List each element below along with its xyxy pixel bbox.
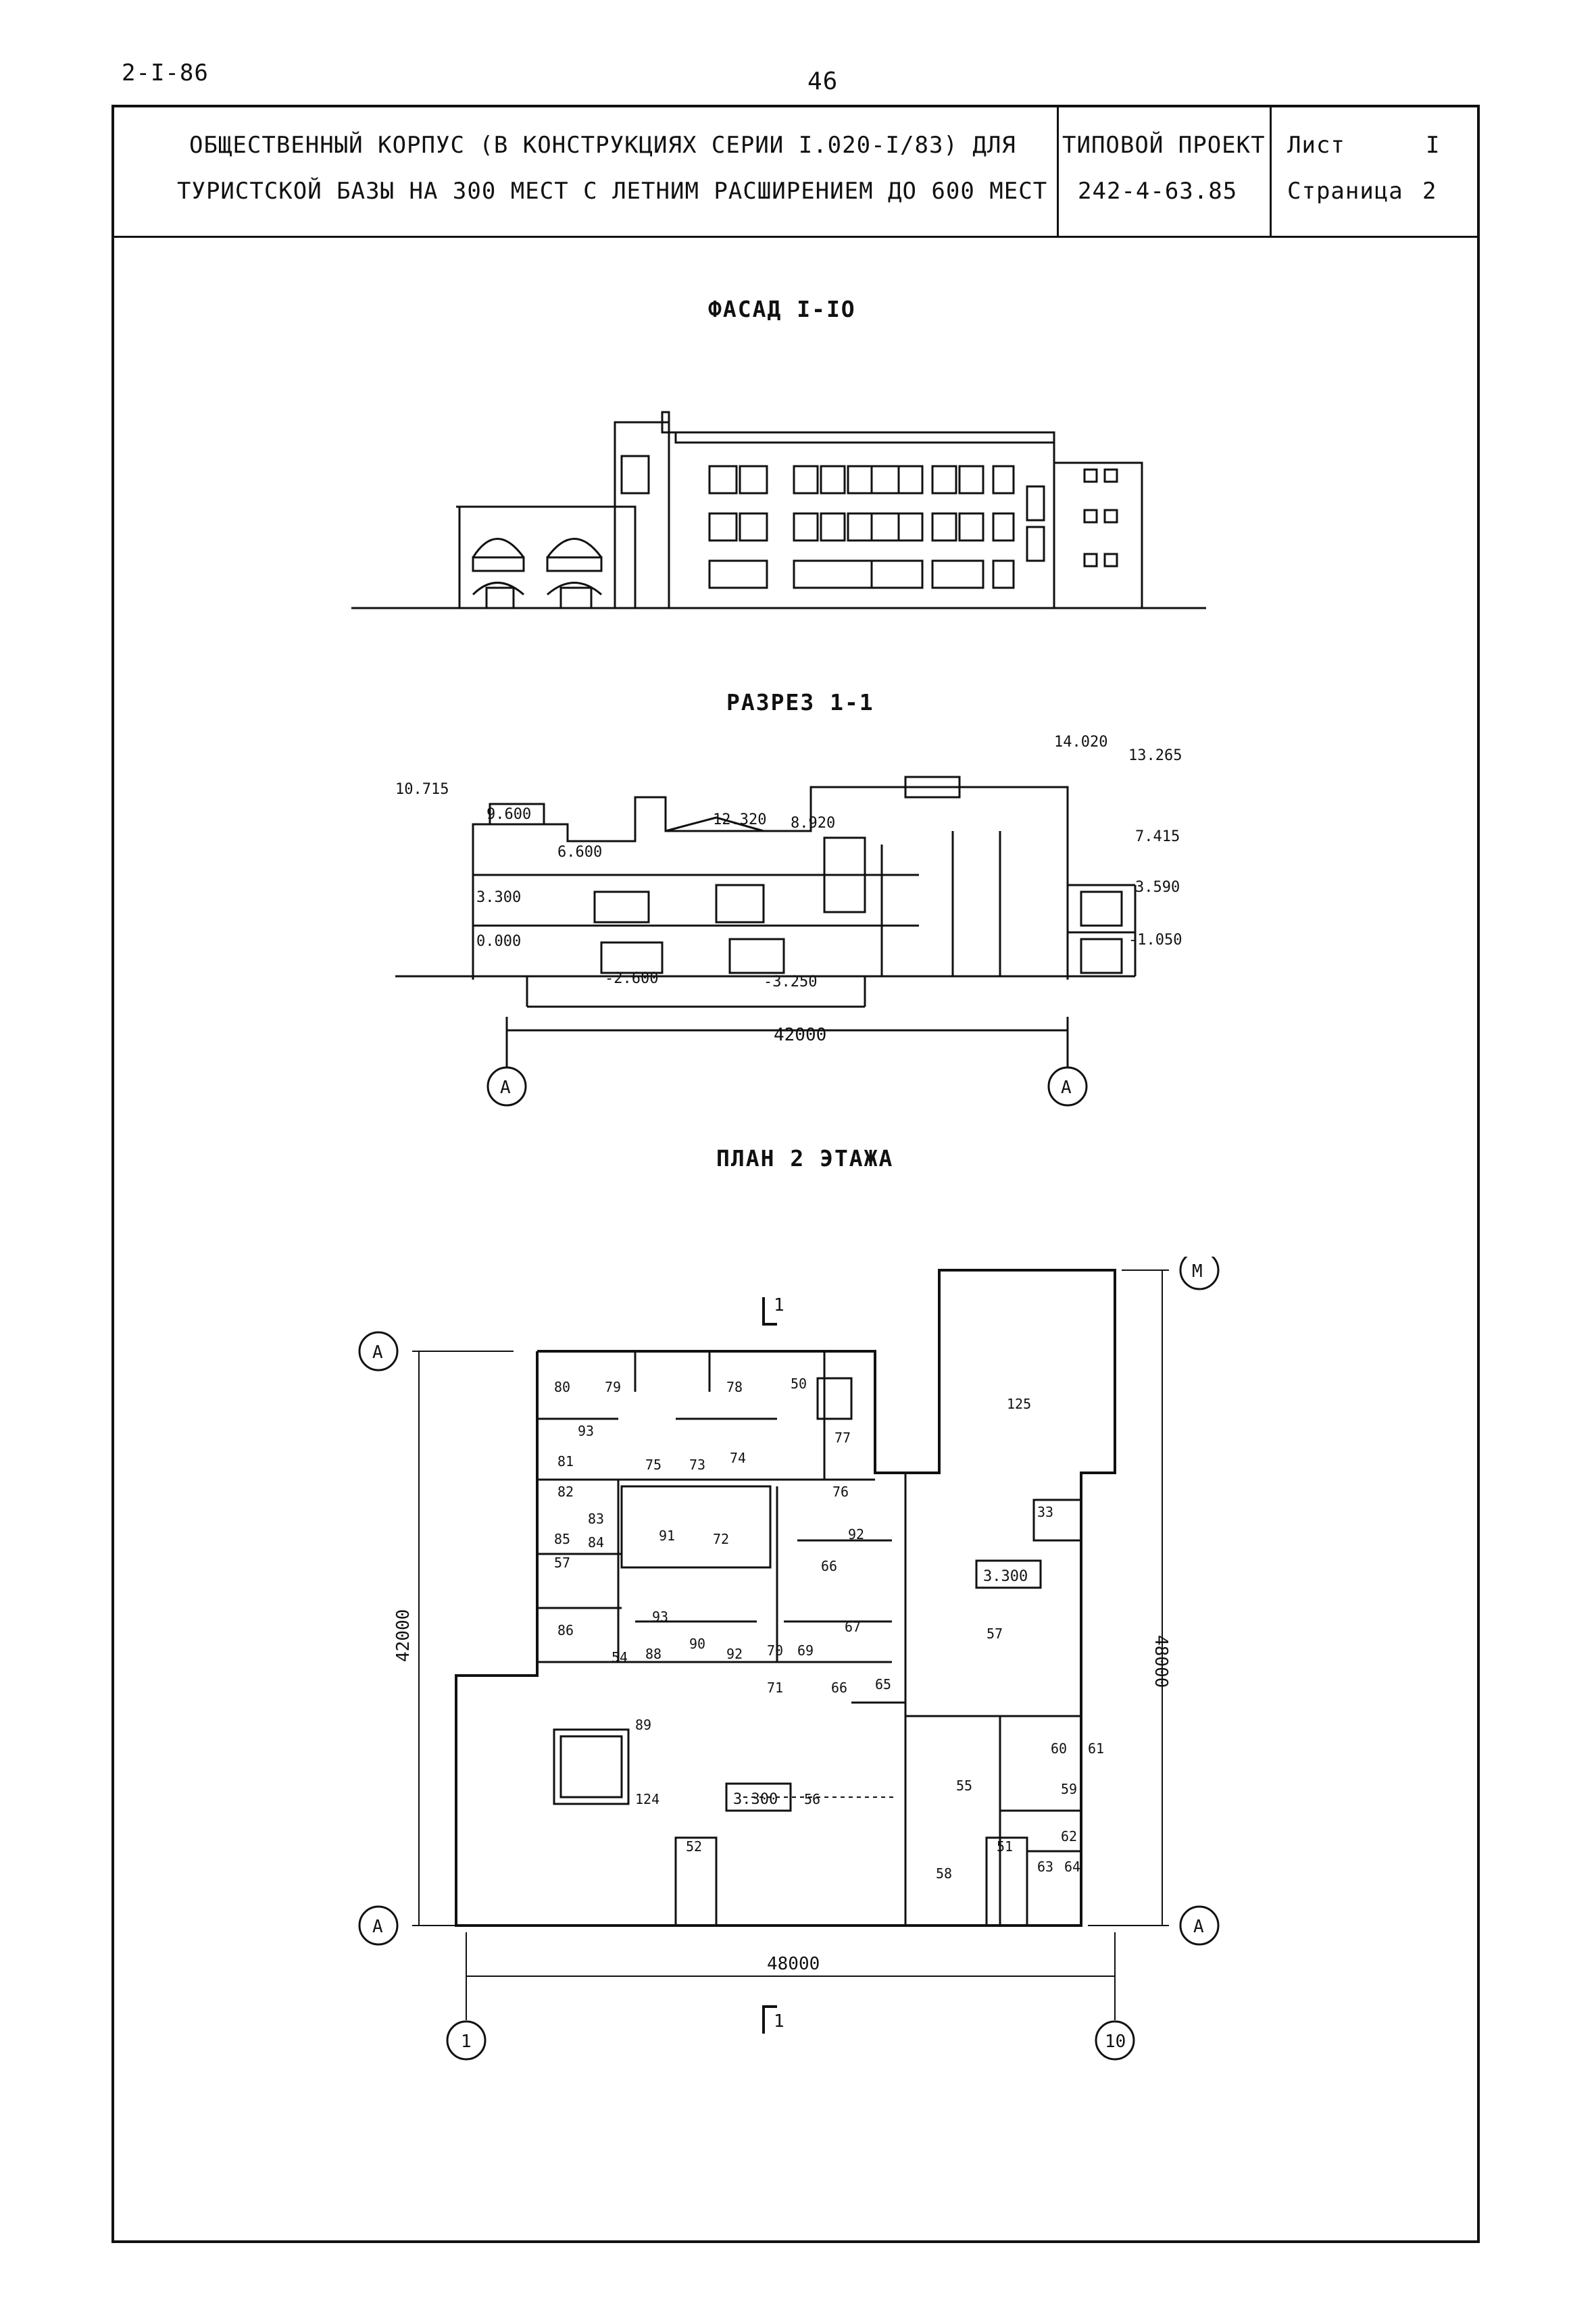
svg-text:33: 33 [1037, 1504, 1053, 1520]
elev-14020: 14.020 [1054, 734, 1107, 751]
svg-text:59: 59 [1061, 1781, 1077, 1797]
svg-text:61: 61 [1088, 1740, 1104, 1757]
project-number: 242-4-63.85 [1078, 178, 1238, 205]
svg-text:89: 89 [635, 1717, 651, 1733]
room-numbers: 80 79 78 50 93 77 81 75 73 74 82 76 83 8… [554, 1376, 1104, 1882]
doc-code: 2-I-86 [122, 59, 209, 86]
sheet-label: Лист [1287, 132, 1345, 159]
svg-text:91: 91 [659, 1528, 675, 1544]
svg-text:62: 62 [1061, 1828, 1077, 1844]
axis-a-bottom: A [372, 1917, 383, 1937]
svg-text:86: 86 [557, 1622, 574, 1638]
svg-text:83: 83 [588, 1511, 604, 1527]
axis-1: 1 [461, 2032, 472, 2052]
svg-text:60: 60 [1051, 1740, 1067, 1757]
svg-text:93: 93 [578, 1423, 594, 1439]
svg-text:67: 67 [845, 1619, 861, 1635]
svg-text:73: 73 [689, 1457, 705, 1473]
elev-minus-3250: -3.250 [764, 974, 817, 990]
plan-level-2: 3.300 [733, 1791, 778, 1808]
svg-text:66: 66 [821, 1558, 837, 1574]
svg-text:125: 125 [1007, 1396, 1031, 1412]
svg-text:66: 66 [831, 1680, 847, 1696]
plan-level-1: 3.300 [983, 1568, 1028, 1585]
axis-10: 10 [1105, 2032, 1126, 2052]
svg-text:84: 84 [588, 1534, 604, 1551]
elev-13265: 13.265 [1128, 747, 1182, 764]
svg-text:72: 72 [713, 1531, 729, 1547]
section-dimension: 42000 [774, 1025, 826, 1045]
svg-text:64: 64 [1064, 1859, 1080, 1875]
elev-9600: 9.600 [487, 806, 531, 823]
plan-dim-left: 42000 [393, 1609, 414, 1662]
axis-a-top: A [372, 1342, 383, 1363]
axis-a-right: A [1193, 1917, 1204, 1937]
svg-text:69: 69 [797, 1642, 814, 1659]
plan-drawing: 3.300 3.300 80 79 78 50 93 77 81 75 73 7… [358, 1257, 1220, 2061]
elev-8920: 8.920 [791, 815, 835, 832]
plan-dim-bottom: 48000 [767, 1954, 820, 1974]
svg-text:80: 80 [554, 1379, 570, 1395]
svg-text:124: 124 [635, 1791, 659, 1807]
elev-10715: 10.715 [395, 781, 449, 798]
plan-title: ПЛАН 2 ЭТАЖА [716, 1145, 894, 1172]
elev-12320: 12.320 [713, 811, 766, 828]
svg-text:A: A [500, 1078, 511, 1098]
svg-text:85: 85 [554, 1531, 570, 1547]
elev-3300: 3.300 [476, 889, 521, 906]
project-label: ТИПОВОЙ ПРОЕКТ [1062, 132, 1266, 159]
elev-0000: 0.000 [476, 933, 521, 950]
axis-m: M [1192, 1261, 1203, 1282]
page-value: 2 [1422, 178, 1437, 205]
cut-label-bottom: 1 [774, 2011, 784, 2032]
svg-text:55: 55 [956, 1778, 972, 1794]
svg-text:74: 74 [730, 1450, 746, 1466]
svg-text:52: 52 [686, 1838, 702, 1855]
elev-3590: 3.590 [1135, 879, 1180, 896]
svg-text:51: 51 [997, 1838, 1013, 1855]
svg-text:63: 63 [1037, 1859, 1053, 1875]
svg-text:88: 88 [645, 1646, 662, 1662]
svg-text:70: 70 [767, 1642, 783, 1659]
svg-text:92: 92 [848, 1526, 864, 1542]
svg-text:77: 77 [834, 1430, 851, 1446]
svg-text:82: 82 [557, 1484, 574, 1500]
facade-title: ФАСАД I-IO [708, 296, 856, 322]
section-drawing: 10.715 9.600 6.600 12.320 8.920 14.020 1… [395, 734, 1182, 1107]
svg-text:50: 50 [791, 1376, 807, 1392]
svg-text:90: 90 [689, 1636, 705, 1652]
svg-text:54: 54 [612, 1649, 628, 1665]
cut-label-top: 1 [774, 1295, 784, 1315]
facade-drawing [351, 411, 1206, 609]
page-label: Страница [1287, 178, 1403, 205]
svg-text:92: 92 [726, 1646, 743, 1662]
svg-text:93: 93 [652, 1609, 668, 1625]
svg-text:78: 78 [726, 1379, 743, 1395]
svg-text:76: 76 [832, 1484, 849, 1500]
plan-dim-right: 48000 [1151, 1635, 1171, 1688]
svg-text:81: 81 [557, 1453, 574, 1469]
svg-text:57: 57 [554, 1555, 570, 1571]
svg-text:57: 57 [987, 1626, 1003, 1642]
page-number: 46 [807, 68, 839, 95]
svg-text:65: 65 [875, 1676, 891, 1692]
svg-text:71: 71 [767, 1680, 783, 1696]
drawing-frame [111, 105, 1480, 2243]
svg-text:75: 75 [645, 1457, 662, 1473]
elev-minus-1050: -1.050 [1128, 932, 1182, 949]
title-line-1: ОБЩЕСТВЕННЫЙ КОРПУС (В КОНСТРУКЦИЯХ СЕРИ… [189, 132, 1016, 159]
elev-minus-2600: -2.600 [605, 970, 658, 987]
elev-7415: 7.415 [1135, 828, 1180, 845]
svg-text:A: A [1061, 1078, 1072, 1098]
section-title: РАЗРЕЗ 1-1 [726, 689, 874, 715]
sheet-value: I [1426, 132, 1441, 159]
svg-text:56: 56 [804, 1791, 820, 1807]
svg-text:79: 79 [605, 1379, 621, 1395]
elev-6600: 6.600 [557, 844, 602, 861]
title-line-2: ТУРИСТСКОЙ БАЗЫ НА 300 МЕСТ С ЛЕТНИМ РАС… [177, 178, 1048, 205]
svg-text:58: 58 [936, 1865, 952, 1882]
